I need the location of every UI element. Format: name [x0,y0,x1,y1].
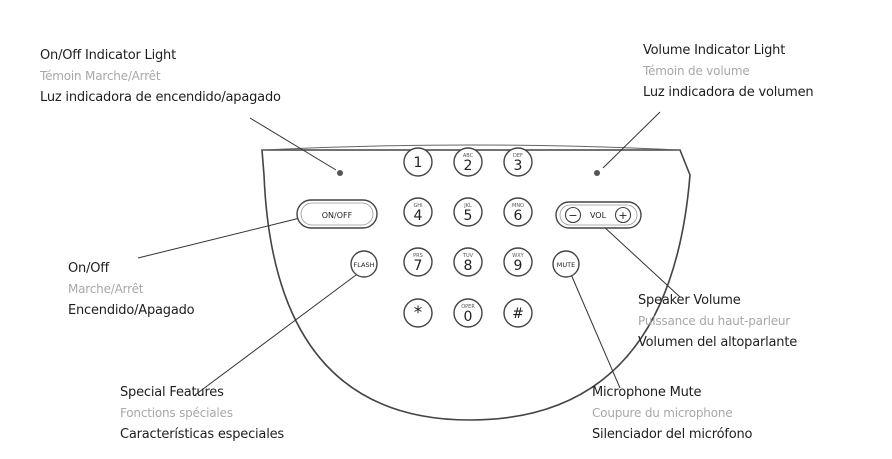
key-outline [503,147,533,177]
callout-onoff-indicator-light: On/Off Indicator Light Témoin Marche/Arr… [40,45,281,108]
key-digit: 4 [414,208,423,224]
callout-special-features: Special Features Fonctions spéciales Car… [120,382,284,445]
callout-mic-mute-es: Silenciador del micrófono [592,427,753,442]
leader-onoff [137,217,301,259]
key-digit: * [414,303,423,323]
key-outline [503,197,533,227]
volume-up-button[interactable]: + [614,206,632,224]
callout-volume-light-fr: Témoin de volume [643,64,750,78]
callout-onoff-es: Encendido/Apagado [68,303,195,318]
onoff-indicator-light [337,170,343,176]
key-digit: 9 [514,258,523,274]
key-letters: WXY [512,253,524,259]
callout-speaker-volume-en: Speaker Volume [638,293,741,308]
key-outline [453,147,483,177]
key-digit: 8 [464,258,473,274]
key-letters: ABC [463,153,474,159]
callout-speaker-volume-es: Volumen del altoparlante [638,335,798,350]
flash-button-label: FLASH [354,261,375,269]
key-letters: PRS [413,253,423,259]
mute-button[interactable]: MUTE [552,250,580,278]
mute-button-label: MUTE [557,261,575,269]
callout-special-features-es: Características especiales [120,427,284,442]
phone-body [261,149,691,421]
key-letters: GHI [413,203,422,209]
key-outline [403,147,433,177]
key-outline [453,298,483,328]
callout-onoff: On/Off Marche/Arrêt Encendido/Apagado [68,258,195,321]
volume-label: VOL [590,211,607,220]
key-letters: MNO [512,203,524,209]
key-digit: 1 [414,155,423,171]
callout-onoff-light-es: Luz indicadora de encendido/apagado [40,90,281,105]
callout-mic-mute-en: Microphone Mute [592,385,702,400]
callout-microphone-mute: Microphone Mute Coupure du microphone Si… [592,382,752,445]
callout-onoff-en: On/Off [68,261,110,276]
leader-speaker-volume [601,224,681,298]
volume-indicator-light [594,170,600,176]
key-digit: # [512,306,524,322]
key-outline [403,197,433,227]
callout-volume-light-es: Luz indicadora de volumen [643,85,814,100]
key-digit: 2 [464,158,473,174]
leader-volume-light [602,111,661,169]
callout-speaker-volume: Speaker Volume Puissance du haut-parleur… [638,290,797,353]
callout-onoff-light-fr: Témoin Marche/Arrêt [40,69,161,83]
key-1[interactable]: 1 [403,147,433,177]
leader-mic-mute [569,271,621,389]
leader-onoff-light [249,117,337,171]
key-outline [403,247,433,277]
volume-down-button[interactable]: − [564,206,582,224]
key-outline [453,247,483,277]
callout-onoff-light-en: On/Off Indicator Light [40,48,176,63]
volume-up-label: + [618,209,627,222]
callout-special-features-fr: Fonctions spéciales [120,406,233,420]
callout-mic-mute-fr: Coupure du microphone [592,406,733,420]
key-outline [453,197,483,227]
key-digit: 7 [414,258,423,274]
key-digit: 6 [514,208,523,224]
callout-volume-light-en: Volume Indicator Light [643,43,786,58]
key-digit: 3 [514,158,523,174]
key-letters: TUV [462,253,474,259]
key-outline [403,298,433,328]
key-outline [503,247,533,277]
key-digit: 5 [464,208,473,224]
key-digit: 0 [464,309,473,325]
key-letters: JKL [463,203,472,209]
callout-special-features-en: Special Features [120,385,224,400]
key-star[interactable]: * [403,298,433,328]
key-letters: OPER [461,304,475,310]
callout-onoff-fr: Marche/Arrêt [68,282,144,296]
leader-special-features [194,274,357,396]
callout-speaker-volume-fr: Puissance du haut-parleur [638,314,791,328]
callout-volume-indicator-light: Volume Indicator Light Témoin de volume … [643,40,814,103]
onoff-button-label: ON/OFF [322,211,353,220]
key-pound[interactable]: # [503,298,533,328]
volume-control[interactable]: − VOL + [555,201,642,229]
volume-down-label: − [568,209,577,222]
key-letters: DEF [513,153,523,159]
key-outline [503,298,533,328]
onoff-button[interactable]: ON/OFF [296,199,378,229]
flash-button[interactable]: FLASH [350,250,378,278]
